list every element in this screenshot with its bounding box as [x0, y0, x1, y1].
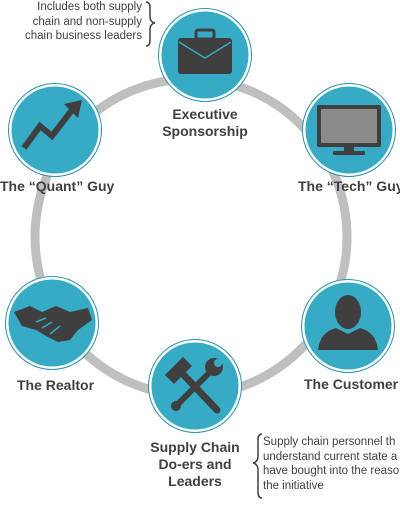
- label-line: Sponsorship: [162, 123, 248, 139]
- label-line: Do-ers and: [158, 456, 232, 472]
- handshake-icon: [14, 306, 92, 342]
- label-tech: The “Tech” Guy: [298, 178, 400, 195]
- label-line: The “Quant” Guy: [0, 178, 115, 194]
- label-executive: Executive Sponsorship: [155, 106, 255, 140]
- label-realtor: The Realtor: [17, 377, 94, 394]
- label-line: The Customer: [304, 376, 399, 392]
- trend-arrow-icon: [21, 100, 82, 150]
- label-line: Supply Chain: [150, 439, 240, 455]
- node-customer: [301, 279, 395, 373]
- top-note-brace: [145, 1, 156, 47]
- label-line: The Realtor: [17, 377, 95, 393]
- label-line: The “Tech” Guy: [298, 178, 400, 194]
- top-note: Includes both supply chain and non-suppl…: [25, 0, 142, 44]
- node-tech: [302, 83, 396, 177]
- monitor-icon: [317, 105, 381, 155]
- note-line: Supply chain personnel th: [263, 436, 396, 448]
- note-line: have bought into the reaso: [263, 465, 400, 477]
- label-supply-chain: Supply Chain Do-ers and Leaders: [145, 439, 245, 490]
- label-line: Leaders: [168, 473, 222, 489]
- person-icon: [318, 295, 378, 350]
- briefcase-icon: [178, 28, 232, 74]
- bottom-note-brace: [252, 433, 263, 499]
- note-line: chain and non-supply: [32, 15, 142, 28]
- label-quant: The “Quant” Guy: [0, 178, 114, 195]
- note-line: chain business leaders: [25, 30, 142, 42]
- node-realtor: [5, 276, 99, 370]
- label-line: Executive: [172, 106, 238, 122]
- label-customer: The Customer: [304, 376, 398, 393]
- bottom-note: Supply chain personnel th understand cur…: [263, 435, 400, 493]
- node-executive: [158, 8, 252, 102]
- note-line: the initiative: [263, 479, 324, 492]
- note-line: Includes both supply: [37, 1, 142, 13]
- node-quant: [8, 83, 102, 177]
- wrench-hammer-icon: [165, 357, 223, 414]
- node-supply-chain: [148, 339, 242, 433]
- note-line: understand current state a: [263, 450, 398, 463]
